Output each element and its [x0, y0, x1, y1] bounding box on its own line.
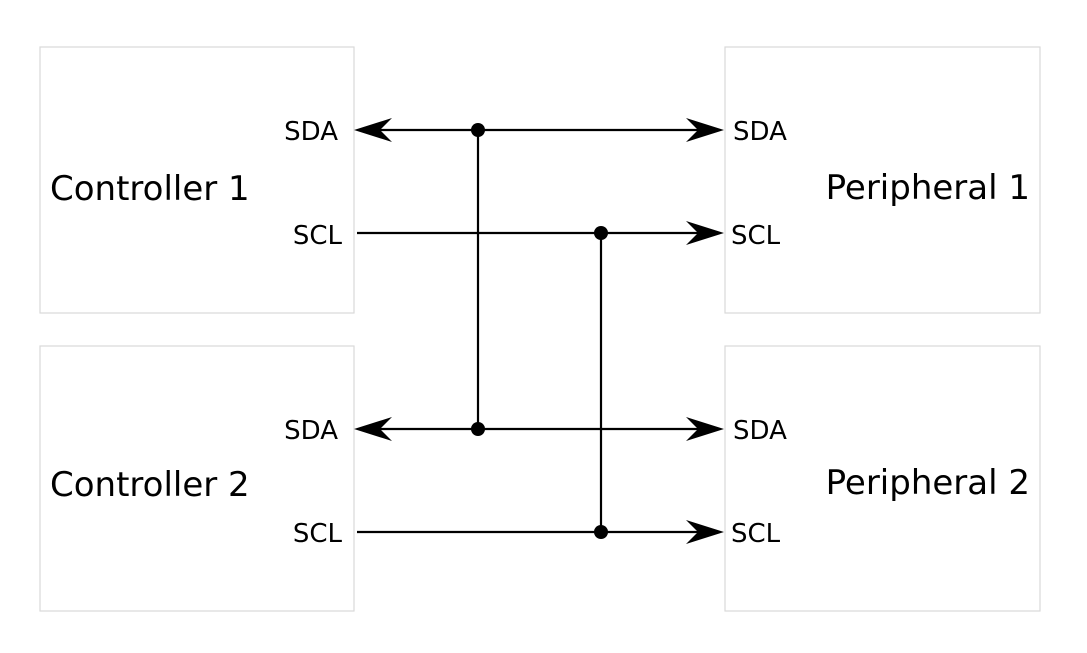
controller-1-scl-label: SCL — [293, 221, 343, 251]
peripheral-1-box — [724, 46, 1041, 314]
controller-2-sda-label: SDA — [284, 416, 338, 446]
scl-junction-dot-2 — [594, 525, 608, 539]
peripheral-1-scl-arrow-icon — [686, 221, 724, 245]
sda-junction-dot-2 — [471, 422, 485, 436]
peripheral-1-sda-label: SDA — [733, 117, 787, 147]
controller-1-box — [39, 46, 355, 314]
controller-1-title: Controller 1 — [50, 169, 250, 209]
scl-junction-dot-1 — [594, 226, 608, 240]
peripheral-1-title: Peripheral 1 — [826, 168, 1030, 208]
peripheral-1-scl-label: SCL — [731, 221, 781, 251]
peripheral-2-sda-label: SDA — [733, 416, 787, 446]
controller-1-sda-arrow-icon — [354, 118, 392, 142]
peripheral-2-scl-arrow-icon — [686, 520, 724, 544]
peripheral-1-sda-arrow-icon — [686, 118, 724, 142]
peripheral-2-scl-label: SCL — [731, 519, 781, 549]
peripheral-2-sda-arrow-icon — [686, 417, 724, 441]
peripheral-2-box — [724, 345, 1041, 612]
controller-1-sda-label: SDA — [284, 117, 338, 147]
peripheral-2-title: Peripheral 2 — [826, 463, 1030, 503]
controller-2-scl-label: SCL — [293, 519, 343, 549]
controller-2-title: Controller 2 — [50, 465, 250, 505]
sda-junction-dot-1 — [471, 123, 485, 137]
controller-2-box — [39, 345, 355, 612]
controller-2-sda-arrow-icon — [354, 417, 392, 441]
